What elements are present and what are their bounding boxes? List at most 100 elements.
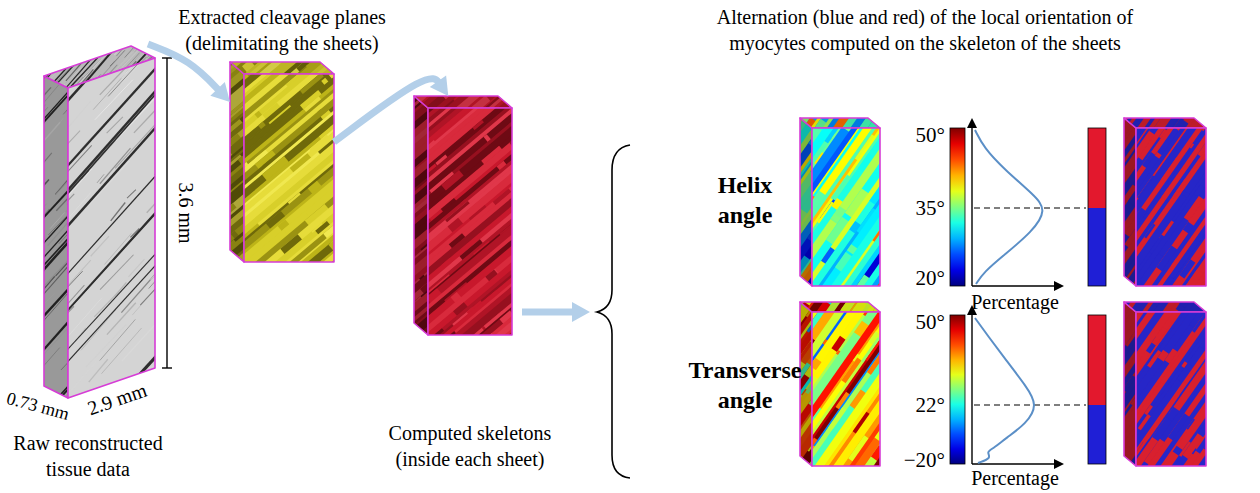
illustration-part — [40, 19, 62, 44]
illustration-part — [885, 173, 891, 180]
illustration-part — [1211, 137, 1234, 165]
illustration-part — [449, 65, 466, 80]
illustration-part — [209, 260, 224, 276]
illustration-part — [1105, 152, 1116, 166]
illustration-part — [47, 270, 82, 309]
illustration-part — [458, 53, 473, 67]
illustration-part — [107, 0, 146, 3]
illustration-part — [0, 89, 234, 365]
illustration-part — [122, 0, 154, 12]
illustration-part — [126, 18, 136, 29]
illustration-part — [91, 236, 109, 256]
illustration-part — [843, 58, 857, 74]
illustration-part — [792, 187, 798, 193]
illustration-part — [93, 33, 133, 78]
volume-outline — [244, 74, 334, 262]
illustration-part — [298, 276, 304, 282]
illustration-part — [402, 246, 412, 256]
illustration-part — [1087, 113, 1099, 127]
illustration-part — [252, 286, 263, 297]
illustration-part — [837, 65, 845, 72]
illustration-part — [298, 58, 312, 71]
illustration-part — [690, 188, 704, 206]
illustration-part — [885, 173, 891, 179]
illustration-part — [771, 247, 777, 254]
illustration-part — [578, 276, 589, 287]
illustration-part — [215, 349, 237, 373]
illustration-part — [921, 170, 944, 198]
illustration-part — [80, 0, 105, 22]
illustration-part — [344, 154, 370, 177]
illustration-part — [1082, 193, 1087, 199]
illustration-part — [270, 287, 289, 308]
illustration-part — [34, 36, 60, 65]
illustration-part — [926, 231, 946, 256]
illustration-part — [799, 124, 810, 136]
illustration-part — [800, 135, 808, 144]
illustration-part — [174, 89, 186, 100]
illustration-part — [387, 158, 589, 328]
illustration-part — [1, 213, 43, 260]
illustration-part — [82, 39, 89, 47]
illustration-part — [523, 194, 542, 211]
illustration-part — [74, 29, 88, 45]
illustration-part — [999, 71, 1114, 230]
illustration-part — [765, 165, 771, 172]
illustration-part — [614, 197, 622, 205]
illustration-part — [38, 94, 49, 106]
illustration-part — [1, 187, 24, 212]
illustration-part — [196, 224, 208, 236]
illustration-part — [717, 245, 728, 256]
illustration-part — [145, 378, 191, 429]
illustration-part — [10, 245, 54, 294]
illustration-part — [154, 157, 170, 175]
illustration-part — [246, 148, 423, 297]
illustration-part — [112, 7, 132, 29]
illustration-part — [74, 0, 116, 44]
illustration-part — [414, 190, 618, 362]
illustration-part — [42, 97, 50, 106]
illustration-part — [0, 332, 5, 343]
illustration-part — [510, 64, 535, 86]
illustration-part — [121, 21, 145, 48]
illustration-part — [412, 278, 430, 295]
illustration-part — [51, 249, 63, 262]
illustration-part — [109, 0, 132, 4]
illustration-part — [10, 105, 22, 119]
illustration-part — [374, 179, 392, 196]
illustration-part — [470, 97, 482, 108]
illustration-part — [51, 157, 62, 169]
illustration-part — [1101, 109, 1115, 127]
illustration-part — [341, 62, 354, 75]
illustration-part — [334, 170, 340, 176]
illustration-part — [385, 336, 408, 357]
illustration-part — [461, 68, 482, 87]
illustration-part — [160, 80, 176, 95]
illustration-part — [777, 249, 786, 259]
illustration-part — [433, 48, 447, 62]
volume-outline — [414, 96, 512, 108]
illustration-part — [427, 205, 630, 376]
illustration-part — [834, 92, 845, 103]
illustration-part — [1207, 217, 1217, 229]
illustration-part — [842, 98, 858, 119]
illustration-part — [788, 138, 806, 161]
illustration-part — [418, 344, 427, 353]
illustration-part — [378, 194, 388, 204]
illustration-part — [21, 340, 52, 375]
illustration-part — [910, 244, 926, 263]
illustration-part — [364, 202, 371, 209]
illustration-part — [762, 151, 775, 165]
illustration-part — [1085, 97, 1095, 107]
illustration-part — [335, 251, 341, 257]
illustration-part — [570, 237, 583, 249]
illustration-part — [311, 287, 326, 301]
illustration-part — [434, 348, 454, 366]
illustration-part — [48, 10, 74, 39]
illustration-part — [324, 178, 348, 199]
illustration-part — [283, 53, 301, 70]
illustration-part — [221, 223, 242, 242]
illustration-part — [126, 0, 165, 24]
illustration-part — [850, 53, 867, 74]
illustration-part — [173, 112, 197, 133]
